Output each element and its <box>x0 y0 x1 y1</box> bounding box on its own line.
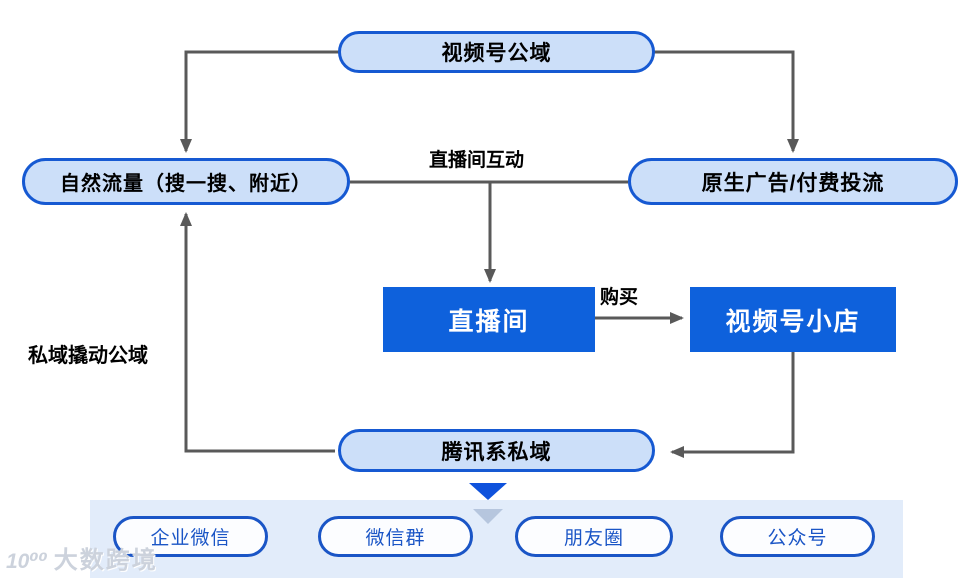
label-private-leverage: 私域撬动公域 <box>28 345 148 367</box>
channel-pill-wechat-group: 微信群 <box>318 516 473 557</box>
node-paid-ads: 原生广告/付费投流 <box>628 158 958 205</box>
edge-private-to-organic <box>180 212 335 453</box>
node-public-domain: 视频号公域 <box>338 31 655 73</box>
watermark-text: 大数跨境 <box>53 547 158 574</box>
node-live-room: 直播间 <box>383 287 595 352</box>
edge-public-to-ads <box>654 50 799 153</box>
node-tencent-private: 腾讯系私域 <box>338 429 655 472</box>
channel-pill-moments: 朋友圈 <box>515 516 673 557</box>
watermark-logo-icon: 10⁰⁰ <box>6 550 48 573</box>
edge-public-to-organic <box>180 50 340 153</box>
triangle-down-dark-icon <box>469 483 507 500</box>
channel-pill-official-account: 公众号 <box>720 516 875 557</box>
edge-shop-to-private <box>670 352 795 458</box>
label-purchase: 购买 <box>600 287 639 308</box>
label-live-interaction: 直播间互动 <box>429 150 525 171</box>
triangle-down-light-icon <box>473 509 503 524</box>
node-organic-traffic: 自然流量（搜一搜、附近） <box>22 158 350 205</box>
channel-pill-wecom: 企业微信 <box>113 516 268 557</box>
node-shop: 视频号小店 <box>690 287 896 352</box>
watermark: 10⁰⁰ 大数跨境 <box>6 540 158 575</box>
